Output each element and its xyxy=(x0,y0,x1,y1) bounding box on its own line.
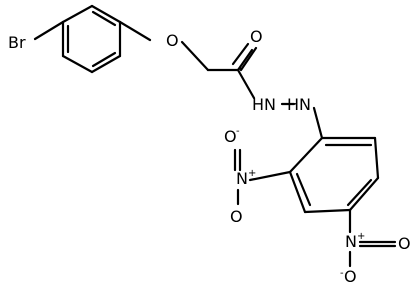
nitro-2-oxygen-b-label: O xyxy=(344,267,357,286)
nitro-2-nitrogen-label: N xyxy=(345,232,357,251)
carbonyl-group: O xyxy=(206,27,263,72)
ortho-nitro-group: N + O - O xyxy=(224,126,292,226)
hydrazide-nh-2-label: HN xyxy=(287,95,311,114)
bromine-atom-label: Br xyxy=(8,33,26,52)
nitro-1-oxygen-a-charge: - xyxy=(236,126,240,137)
dinitrophenyl-ring xyxy=(288,136,380,214)
nitro-1-oxygen-b-label: O xyxy=(230,207,243,226)
ether-oxygen-label: O xyxy=(166,31,179,50)
nitro-2-oxygen-b-charge: - xyxy=(340,268,344,279)
nitro-1-nitrogen-label: N xyxy=(236,169,248,188)
hydrazide-nh-1-label: HN xyxy=(252,95,276,114)
nitro-2-oxygen-a-label: O xyxy=(398,234,411,253)
bromophenyl-ring xyxy=(61,4,122,74)
nitro-2-nitrogen-charge: + xyxy=(357,231,365,242)
carbonyl-oxygen-label: O xyxy=(250,27,263,46)
ether-linkage: O xyxy=(118,20,210,72)
nitro-1-nitrogen-charge: + xyxy=(248,168,256,179)
bromo-substituent: Br xyxy=(8,20,65,52)
hydrazide-linkage: HN HN xyxy=(236,68,324,140)
nitro-1-oxygen-a-label: O xyxy=(224,127,237,146)
para-nitro-group: N + O O - xyxy=(340,208,411,286)
